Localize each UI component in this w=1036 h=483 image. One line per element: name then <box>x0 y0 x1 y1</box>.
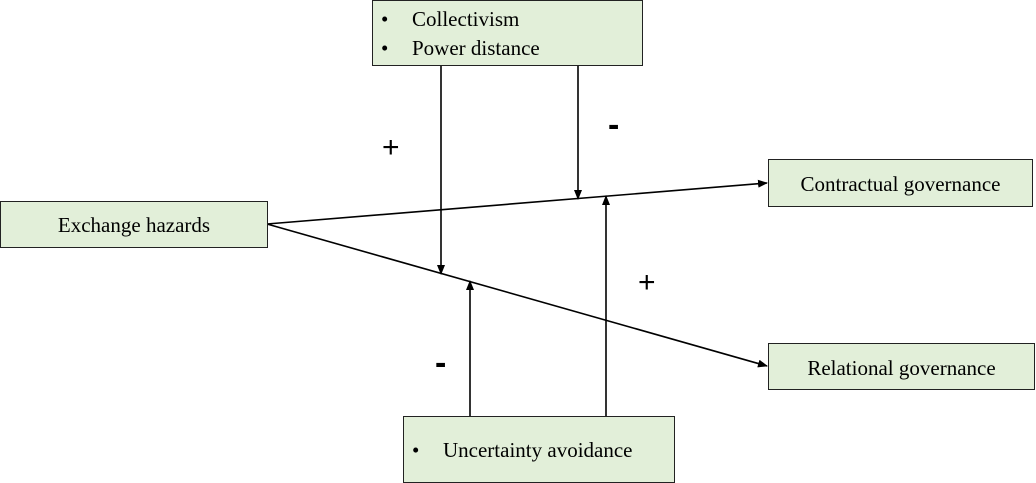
uncertainty-avoidance-box: • Uncertainty avoidance <box>403 416 675 483</box>
relational-governance-label: Relational governance <box>807 356 996 380</box>
power-distance-label: Power distance <box>412 36 540 60</box>
bullet-icon: • <box>412 438 420 462</box>
collectivism-label: Collectivism <box>412 7 520 31</box>
cultural-moderators-box: • Collectivism • Power distance <box>372 0 643 66</box>
minus-sign-top: - <box>608 106 620 144</box>
plus-sign-left: + <box>382 131 400 164</box>
contractual-governance-box: Contractual governance <box>768 159 1033 207</box>
arrow-exchange-to-contractual <box>266 179 768 225</box>
exchange-hazards-box: Exchange hazards <box>0 201 268 248</box>
bullet-icon: • <box>381 7 389 31</box>
minus-sign-bottom: - <box>435 344 447 382</box>
plus-sign-right: + <box>638 266 656 299</box>
arrow-exchange-to-relational <box>266 223 768 368</box>
contractual-governance-label: Contractual governance <box>800 172 1001 196</box>
bullet-icon: • <box>381 36 389 60</box>
exchange-hazards-label: Exchange hazards <box>57 213 211 237</box>
uncertainty-avoidance-label: Uncertainty avoidance <box>443 438 633 462</box>
relational-governance-box: Relational governance <box>768 343 1035 390</box>
